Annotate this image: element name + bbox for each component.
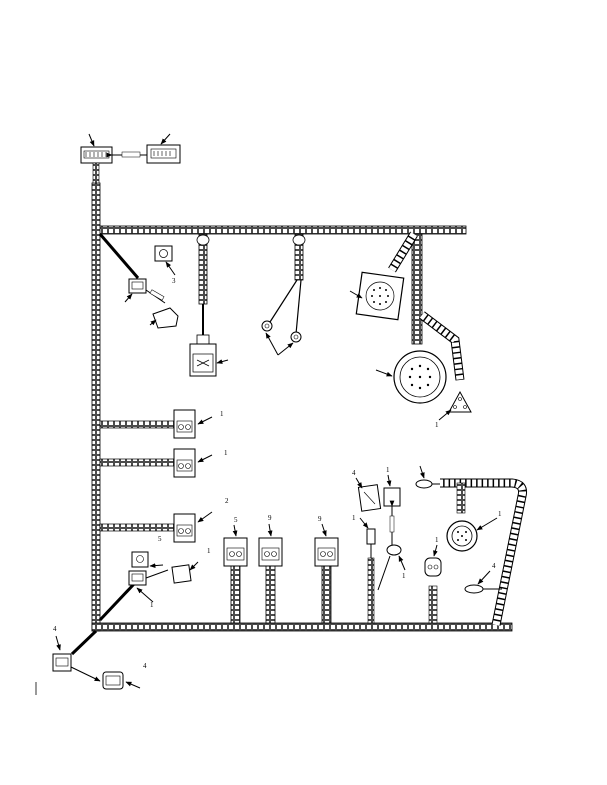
relay-branch (98, 233, 179, 329)
ring-terminal-branch (261, 233, 306, 356)
corner-connector-pair (52, 629, 141, 690)
left-branches (98, 409, 213, 622)
callout-1i: 1 (498, 510, 502, 518)
callout-1b: 1 (224, 449, 228, 457)
left-trunk (91, 182, 101, 632)
sensor-connector (383, 487, 401, 507)
oval-plug-top (415, 479, 433, 489)
bottom-connector-3 (314, 537, 339, 567)
callout-9b: 9 (318, 515, 322, 523)
callout-1g: 1 (402, 572, 406, 580)
relay-square (154, 245, 173, 262)
sensor-plug (386, 544, 402, 556)
callout-1d: 1 (150, 601, 154, 609)
harness-trunks (91, 182, 527, 632)
callout-4c: 4 (53, 625, 57, 633)
callout-4d: 4 (143, 662, 147, 670)
callout-9a: 9 (268, 514, 272, 522)
square-connector-drop (189, 233, 229, 377)
bottom-connector-1 (223, 537, 248, 567)
small-connector-a (128, 570, 147, 586)
ring-terminal-right (290, 331, 302, 343)
callout-5a: 5 (158, 535, 162, 543)
callout-4a: 4 (352, 469, 356, 477)
bottom-connectors (223, 465, 502, 624)
connector-plug-right (146, 144, 181, 164)
callout-1j: 1 (435, 421, 439, 429)
callout-4b: 4 (492, 562, 496, 570)
bottom-trunk (91, 622, 513, 632)
square-connector (189, 343, 217, 377)
relay-connector (128, 278, 147, 294)
main-bulkhead-branch (349, 231, 472, 421)
small-connector-b (131, 551, 149, 568)
bottom-connector-2 (258, 537, 283, 567)
oval-connector-small (424, 557, 442, 577)
relay-socket (152, 307, 179, 329)
small-socket (171, 564, 192, 584)
connector-plug-left (80, 146, 113, 164)
callout-1f: 1 (352, 514, 356, 522)
callout-numbers: 1 1 2 5 1 1 5 9 9 4 1 1 1 1 1 4 1 4 4 3 (53, 277, 502, 670)
branch-connector-b (173, 448, 196, 478)
oval-plug-right (464, 584, 484, 594)
callout-2: 2 (225, 497, 229, 505)
pin-connector (366, 528, 376, 545)
top-connector-pair (80, 133, 181, 184)
drop-to-trunk (92, 162, 100, 184)
branch-connector-a (173, 409, 196, 439)
callout-5b: 5 (234, 516, 238, 524)
branch-connector-c (173, 513, 196, 543)
callout-1a: 1 (220, 410, 224, 418)
callout-1h: 1 (435, 536, 439, 544)
callout-1e: 1 (386, 466, 390, 474)
callout-1c: 1 (207, 547, 211, 555)
triangle-connector (448, 390, 472, 413)
ring-terminal-left (261, 320, 273, 332)
callout-3: 3 (172, 277, 176, 285)
